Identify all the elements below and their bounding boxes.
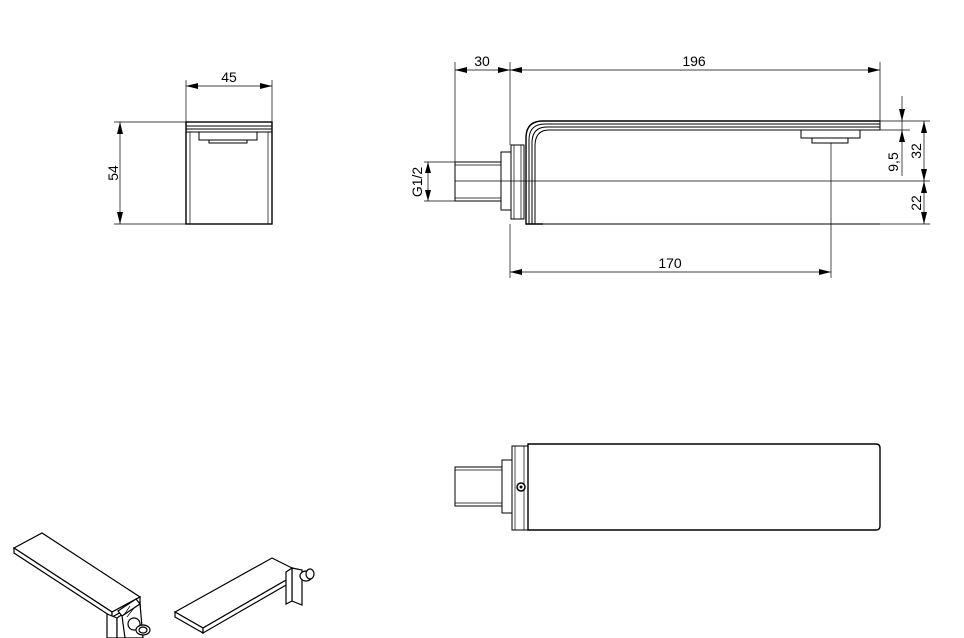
set-screw-center-icon xyxy=(519,485,523,489)
front-view: 45 54 xyxy=(105,69,273,225)
iso2-flange xyxy=(285,566,293,605)
side-view-flange xyxy=(510,144,525,220)
iso2-spout-plate xyxy=(173,557,302,629)
outlet-label: 9,5 xyxy=(885,152,901,172)
isometric-view-rear xyxy=(173,557,315,635)
iso1-spout-front xyxy=(106,613,118,638)
top-view-thread xyxy=(454,466,503,507)
iso1-spout-plate xyxy=(12,532,142,613)
side-view-thread xyxy=(454,161,502,202)
center-label: 22 xyxy=(908,195,924,211)
top-view-body xyxy=(527,443,881,531)
front-width-label: 45 xyxy=(221,69,237,85)
outlet-distance-label: 170 xyxy=(658,255,682,271)
top-view-nut xyxy=(501,459,513,514)
front-view-aerator xyxy=(198,132,258,141)
length-label: 196 xyxy=(682,53,706,69)
side-view: 30 196 170 G1/2 9,5 32 22 xyxy=(409,53,930,278)
iso2-thread-end xyxy=(305,568,315,580)
front-view-body xyxy=(185,121,273,225)
side-view-aerator xyxy=(800,130,861,139)
wall-depth-label: 30 xyxy=(474,53,490,69)
side-view-spout-outer xyxy=(525,120,880,225)
thread-label: G1/2 xyxy=(409,167,425,198)
isometric-view-front xyxy=(12,532,151,638)
height-label: 32 xyxy=(908,143,924,159)
front-height-label: 54 xyxy=(105,165,121,181)
top-view xyxy=(454,443,881,531)
